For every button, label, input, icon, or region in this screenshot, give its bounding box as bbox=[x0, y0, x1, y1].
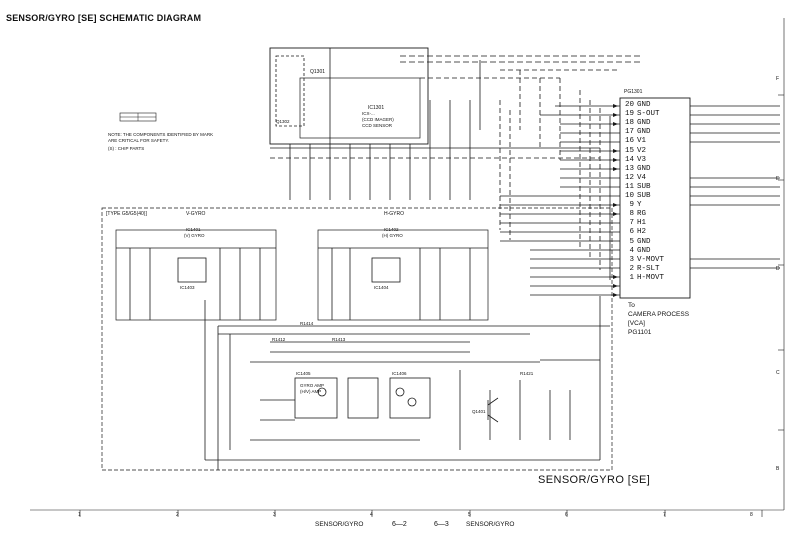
connector-pin-number: 1 bbox=[629, 273, 634, 282]
connector-pin-name: V-MOVT bbox=[637, 255, 665, 264]
ic1401-desc: (V) GYRO bbox=[184, 233, 205, 238]
connector-pin-number: 11 bbox=[624, 182, 634, 191]
connector-pin-number: 5 bbox=[629, 237, 634, 246]
note-line-3: (S) : CHIP PARTS bbox=[108, 146, 145, 151]
connector-pin-number: 3 bbox=[629, 255, 634, 264]
connector-pin-name: GND bbox=[637, 119, 651, 128]
connector-pin-name: GND bbox=[637, 246, 651, 255]
grid-column-label: 6 bbox=[565, 512, 568, 518]
connector-pin-number: 14 bbox=[624, 155, 634, 164]
ic1405-label: IC1405 bbox=[296, 371, 311, 376]
q1301-label: Q1301 bbox=[310, 69, 326, 75]
connector-pin-name: S-OUT bbox=[637, 110, 660, 119]
connector-pin-number: 2 bbox=[629, 264, 634, 273]
grid-column-label: 4 bbox=[370, 512, 373, 518]
ic1301-desc-3: CCD SENSOR bbox=[362, 123, 393, 128]
grid-column-label: 2 bbox=[176, 512, 179, 518]
connector-pin-number: 4 bbox=[629, 246, 634, 255]
grid-column-label: 1 bbox=[78, 512, 81, 518]
connector-pin-number: 7 bbox=[629, 219, 634, 228]
type-label: [TYPE G5/G5(40)] bbox=[106, 211, 147, 217]
footer-left-page: 6—2 bbox=[392, 521, 407, 528]
q1401-label: Q1401 bbox=[472, 409, 486, 414]
gyro-amp-label-1: GYRO AMP bbox=[300, 383, 325, 388]
r1413-label: R1413 bbox=[332, 337, 346, 342]
destination-connector: PG1101 bbox=[628, 329, 652, 336]
v-gyro-label: V-GYRO bbox=[186, 211, 206, 217]
footer-right-label: SENSOR/GYRO bbox=[466, 521, 515, 528]
grid-column-label: 3 bbox=[273, 512, 276, 518]
ic1301-desc-1: ICX-... bbox=[362, 111, 375, 116]
grid-row-label: B bbox=[776, 466, 780, 472]
r1414-label: R1414 bbox=[300, 321, 314, 326]
grid-row-label: E bbox=[776, 176, 780, 182]
footer-right-page: 6—3 bbox=[434, 521, 449, 528]
connector-pin-name: GND bbox=[637, 164, 651, 173]
note-line-1: NOTE: THE COMPONENTS IDENTIFIED BY MARK bbox=[108, 132, 214, 137]
connector-pin-number: 8 bbox=[629, 210, 634, 219]
board-title: SENSOR/GYRO [SE] bbox=[538, 474, 651, 486]
destination-board: CAMERA PROCESS bbox=[628, 311, 690, 318]
ic1401-label: IC1401 bbox=[186, 227, 201, 232]
grid-row-label: C bbox=[776, 370, 780, 376]
ic1301-label: IC1301 bbox=[368, 105, 385, 111]
connector-pin-number: 13 bbox=[624, 164, 634, 173]
grid-column-label: 7 bbox=[663, 512, 666, 518]
ic1404-label: IC1404 bbox=[374, 285, 389, 290]
connector-pin-number: 15 bbox=[624, 146, 634, 155]
ic1402-label: IC1402 bbox=[384, 227, 399, 232]
connector-pin-name: V1 bbox=[637, 137, 647, 146]
connector-pin-number: 9 bbox=[629, 201, 634, 210]
note-line-2: ARE CRITICAL FOR SAFETY. bbox=[108, 138, 170, 143]
connector-pin-name: GND bbox=[637, 128, 651, 137]
connector-pin-number: 6 bbox=[629, 228, 634, 237]
grid-row-label: D bbox=[776, 266, 780, 272]
ic1402-desc: (H) GYRO bbox=[382, 233, 403, 238]
r1421-label: R1421 bbox=[520, 371, 534, 376]
destination-to: To bbox=[628, 302, 635, 309]
connector-pin-number: 20 bbox=[624, 101, 634, 109]
ic1301-desc-2: (CCD IMAGER) bbox=[362, 117, 394, 122]
connector-pin-name: H2 bbox=[637, 228, 647, 237]
connector-pin-number: 17 bbox=[624, 128, 634, 137]
ic1406-label: IC1406 bbox=[392, 371, 407, 376]
connector-pin-number: 16 bbox=[624, 137, 634, 146]
connector-pin-name: V3 bbox=[637, 155, 647, 164]
connector-pin-name: V2 bbox=[637, 146, 647, 155]
connector-pin-name: SUB bbox=[637, 182, 651, 191]
gyro-amp-label-2: (H/V) AMP bbox=[300, 389, 322, 394]
r1412-label: R1412 bbox=[272, 337, 286, 342]
connector-pin-name: V4 bbox=[637, 173, 647, 182]
grid-row-label: F bbox=[776, 76, 780, 82]
connector-pin-name: GND bbox=[637, 101, 651, 109]
grid-column-label: 8 bbox=[750, 512, 753, 518]
connector-pin-number: 19 bbox=[624, 110, 634, 119]
connector-pin-number: 10 bbox=[624, 192, 634, 200]
connector-pin-number: 18 bbox=[624, 119, 634, 128]
destination-code: [VCA] bbox=[628, 320, 645, 327]
connector-pin-name: Y bbox=[637, 201, 642, 210]
connector-pin-name: RG bbox=[637, 210, 647, 219]
connector-pin-number: 12 bbox=[624, 173, 634, 182]
grid-column-label: 5 bbox=[468, 512, 471, 518]
h-gyro-label: H-GYRO bbox=[384, 211, 404, 217]
q1302-label: Q1302 bbox=[276, 119, 290, 124]
connector-pin-name: SUB bbox=[637, 192, 651, 200]
connector-pin-name: GND bbox=[637, 237, 651, 246]
connector-pin-name: R-SLT bbox=[637, 264, 660, 273]
page-title: SENSOR/GYRO [SE] SCHEMATIC DIAGRAM bbox=[6, 13, 202, 23]
ic1403-label: IC1403 bbox=[180, 285, 195, 290]
connector-pin-name: H1 bbox=[637, 219, 647, 228]
connector-ref: PG1301 bbox=[624, 89, 643, 95]
connector-pin-name: H-MOVT bbox=[637, 273, 665, 282]
footer-left-label: SENSOR/GYRO bbox=[315, 521, 364, 528]
